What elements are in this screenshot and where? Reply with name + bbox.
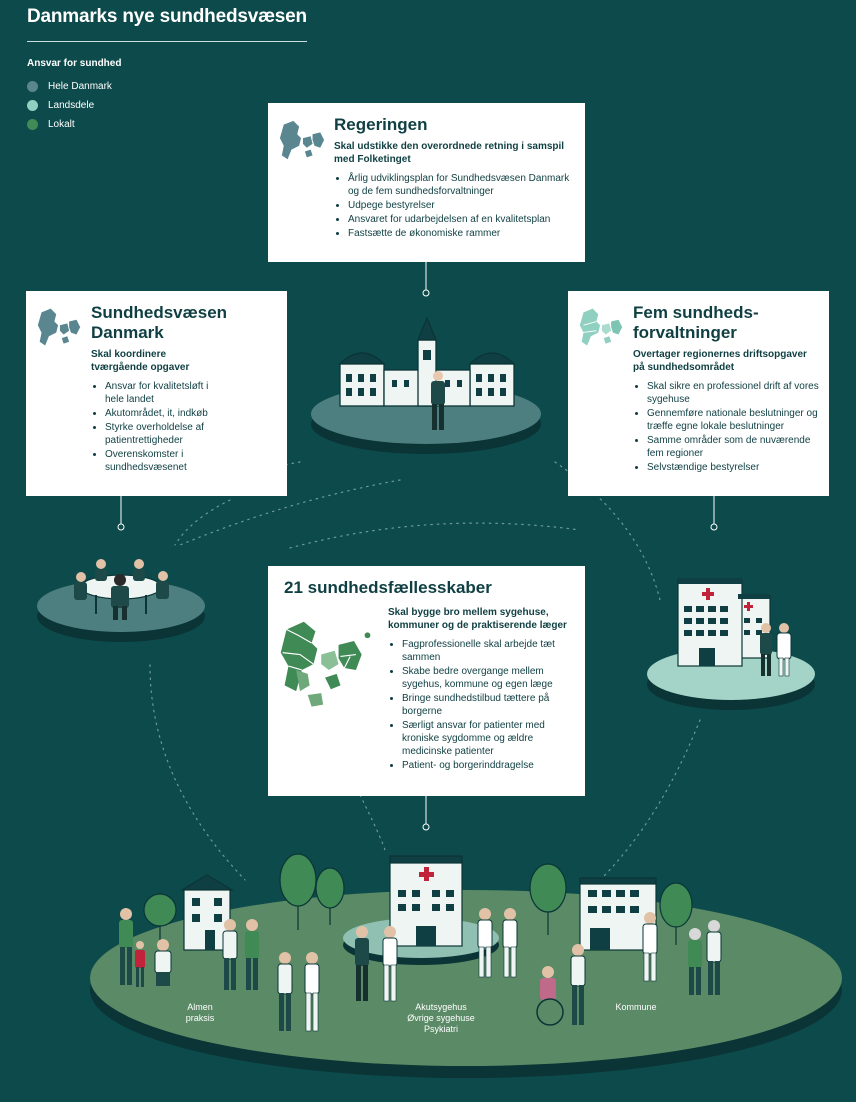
card-bullet: Særligt ansvar for patienter med kronisk… bbox=[402, 719, 574, 758]
central-hospital bbox=[389, 855, 463, 947]
legend-item-hele-danmark: Hele Danmark bbox=[27, 77, 121, 96]
card-regeringen: Regeringen Skal udstikke den overordnede… bbox=[268, 103, 585, 262]
label-kommune: Kommune bbox=[615, 1002, 657, 1012]
title-divider bbox=[27, 41, 307, 42]
legend-title: Ansvar for sundhed bbox=[27, 58, 122, 69]
minister-figure bbox=[431, 371, 445, 430]
denmark-local-areas-map-icon bbox=[280, 621, 371, 707]
page-title: Danmarks nye sundhedsvæsen bbox=[27, 6, 307, 27]
legend-dot-national bbox=[27, 81, 38, 92]
card-title: 21 sundhedsfællesskaber bbox=[284, 578, 492, 597]
card-bullet: Styrke overholdelse af patientrettighede… bbox=[105, 421, 225, 447]
card-fem-sundhedsforvaltninger: Fem sundheds- forvaltninger Overtager re… bbox=[568, 291, 829, 496]
card-title: Regeringen bbox=[334, 115, 428, 134]
label-akutsygehus: Akutsygehus Øvrige sygehuse Psykiatri bbox=[400, 1002, 482, 1035]
card-title-line1: Sundhedsvæsen bbox=[91, 303, 228, 322]
card-bullet: Årlig udviklingsplan for Sundhedsvæsen D… bbox=[348, 172, 574, 198]
label-line: Øvrige sygehuse bbox=[407, 1013, 475, 1023]
card-bullet-list: Ansvar for kvalitetsløft i hele landet A… bbox=[91, 380, 225, 474]
label-line: praksis bbox=[185, 1013, 215, 1023]
parliament-platform bbox=[311, 316, 541, 454]
legend: Ansvar for sundhed Hele Danmark Landsdel… bbox=[27, 58, 121, 134]
clinic-house bbox=[179, 874, 235, 951]
label-line: Akutsygehus bbox=[415, 1002, 467, 1012]
card-subtitle: Skal bygge bro mellem sygehuse, kommuner… bbox=[388, 607, 567, 631]
card-title-line2: Danmark bbox=[91, 323, 164, 342]
card-bullet: Overenskomster i sundhedsvæsenet bbox=[105, 448, 225, 474]
card-subtitle: Skal koordinere tværgående opgaver bbox=[91, 349, 190, 373]
card-bullet: Selvstændige bestyrelser bbox=[647, 461, 819, 474]
legend-item-landsdele: Landsdele bbox=[27, 96, 121, 115]
label-almen-praksis: Almen praksis bbox=[178, 1002, 222, 1024]
card-subtitle: Overtager regionernes driftsopgaver på s… bbox=[633, 349, 807, 373]
card-sundhedsvaesen-danmark: Sundhedsvæsen Danmark Skal koordinere tv… bbox=[26, 291, 287, 496]
card-bullet-list: Skal sikre en professionel drift af vore… bbox=[633, 380, 819, 474]
denmark-regions-map-icon bbox=[579, 308, 623, 346]
card-bullet: Ansvar for kvalitetsløft i hele landet bbox=[105, 380, 225, 406]
card-connectors bbox=[120, 262, 715, 826]
label-line: Almen bbox=[187, 1002, 213, 1012]
legend-label: Lokalt bbox=[48, 119, 75, 130]
legend-label: Hele Danmark bbox=[48, 81, 112, 92]
denmark-map-icon bbox=[37, 308, 81, 346]
card-bullet: Skabe bedre overgange mellem sygehus, ko… bbox=[402, 665, 574, 691]
legend-dot-regional bbox=[27, 100, 38, 111]
denmark-map-icon bbox=[279, 120, 325, 160]
card-bullet: Udpege bestyrelser bbox=[348, 199, 574, 212]
hospital-platform bbox=[647, 578, 815, 710]
card-21-sundhedsfaellesskaber: 21 sundhedsfællesskaber Skal bygge bro m… bbox=[268, 566, 585, 796]
legend-item-lokalt: Lokalt bbox=[27, 115, 121, 134]
legend-dot-local bbox=[27, 119, 38, 130]
card-bullet-list: Fagprofessionelle skal arbejde tæt samme… bbox=[388, 638, 574, 772]
card-bullet: Samme områder som de nuværende fem regio… bbox=[647, 434, 819, 460]
card-bullet: Akutområdet, it, indkøb bbox=[105, 407, 225, 420]
card-bullet: Patient- og borgerinddragelse bbox=[402, 759, 574, 772]
card-bullet-list: Årlig udviklingsplan for Sundhedsvæsen D… bbox=[334, 172, 574, 240]
card-title-line2: forvaltninger bbox=[633, 323, 737, 342]
legend-label: Landsdele bbox=[48, 100, 95, 111]
card-bullet: Bringe sundhedstilbud tættere på borgern… bbox=[402, 692, 574, 718]
label-line: Psykiatri bbox=[423, 1024, 458, 1034]
card-subtitle: Skal udstikke den overordnede retning i … bbox=[334, 141, 565, 165]
card-bullet: Fagprofessionelle skal arbejde tæt samme… bbox=[402, 638, 574, 664]
card-bullet: Skal sikre en professionel drift af vore… bbox=[647, 380, 819, 406]
card-bullet: Ansvaret for udarbejdelsen af en kvalite… bbox=[348, 213, 574, 226]
card-title-line1: Fem sundheds- bbox=[633, 303, 759, 322]
card-bullet: Gennemføre nationale beslutninger og træ… bbox=[647, 407, 819, 433]
meeting-platform bbox=[37, 559, 205, 642]
trees bbox=[143, 853, 693, 945]
people-figures bbox=[119, 908, 722, 1032]
card-bullet: Fastsætte de økonomiske rammer bbox=[348, 227, 574, 240]
